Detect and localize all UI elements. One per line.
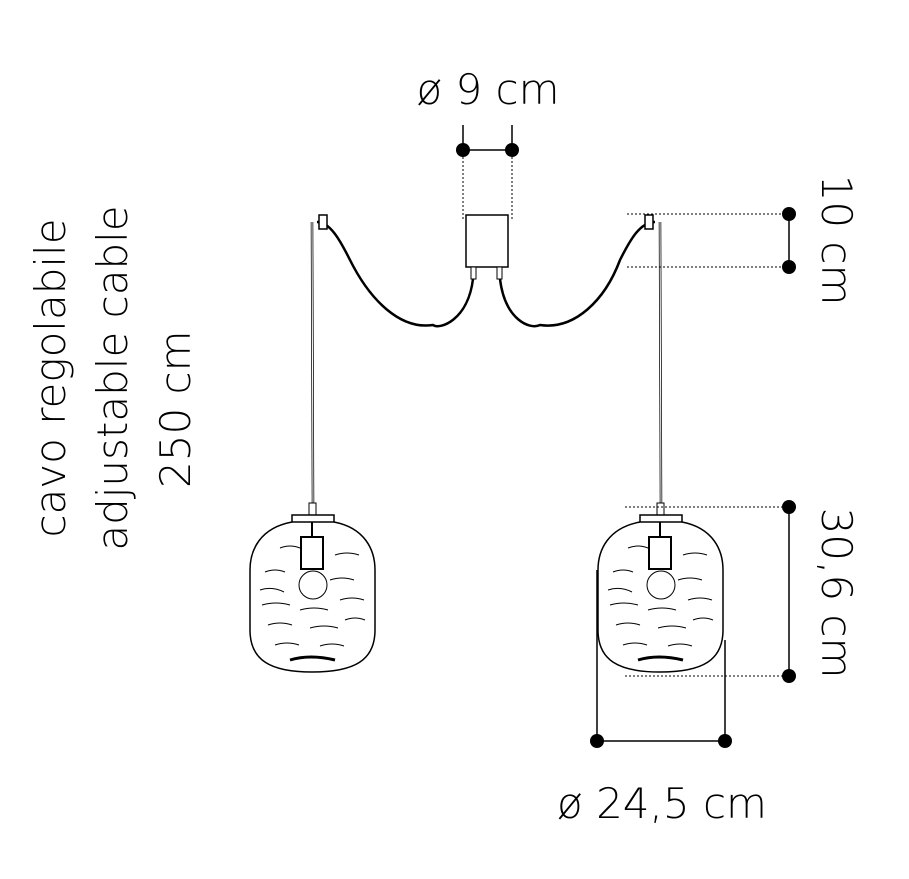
shade-diameter-dimension: ø 24,5 cm xyxy=(557,570,767,828)
cable-length: 250 cm xyxy=(151,330,200,488)
lamp-shade-right xyxy=(597,502,724,673)
canopy xyxy=(465,214,509,280)
dimension-dot xyxy=(590,734,604,748)
canopy-diameter-label: ø 9 cm xyxy=(416,65,559,114)
shade-diameter-label: ø 24,5 cm xyxy=(557,779,767,828)
cable-note-italian: cavo regolabile xyxy=(26,218,75,537)
dimension-dot xyxy=(782,260,796,274)
canopy-diameter-dimension: ø 9 cm xyxy=(416,65,560,220)
dimension-dot xyxy=(782,500,796,514)
lamp-shade-left xyxy=(249,502,376,673)
dimension-dot xyxy=(456,143,470,157)
canopy-height-label: 10 cm xyxy=(812,175,861,306)
canopy-height-dimension: 10 cm xyxy=(627,175,861,306)
dimension-dot xyxy=(718,734,732,748)
cable-clip xyxy=(318,214,328,230)
shade-height-label: 30,6 cm xyxy=(812,508,861,679)
dimension-dot xyxy=(505,143,519,157)
dimension-dot xyxy=(782,669,796,683)
dimension-dot xyxy=(782,207,796,221)
cable-note: cavo regolabile adjustable cable 250 cm xyxy=(26,205,200,550)
shade-height-dimension: 30,6 cm xyxy=(625,500,861,683)
cable-note-english: adjustable cable xyxy=(88,205,137,550)
cables xyxy=(310,214,663,507)
cable-clip xyxy=(644,214,654,230)
